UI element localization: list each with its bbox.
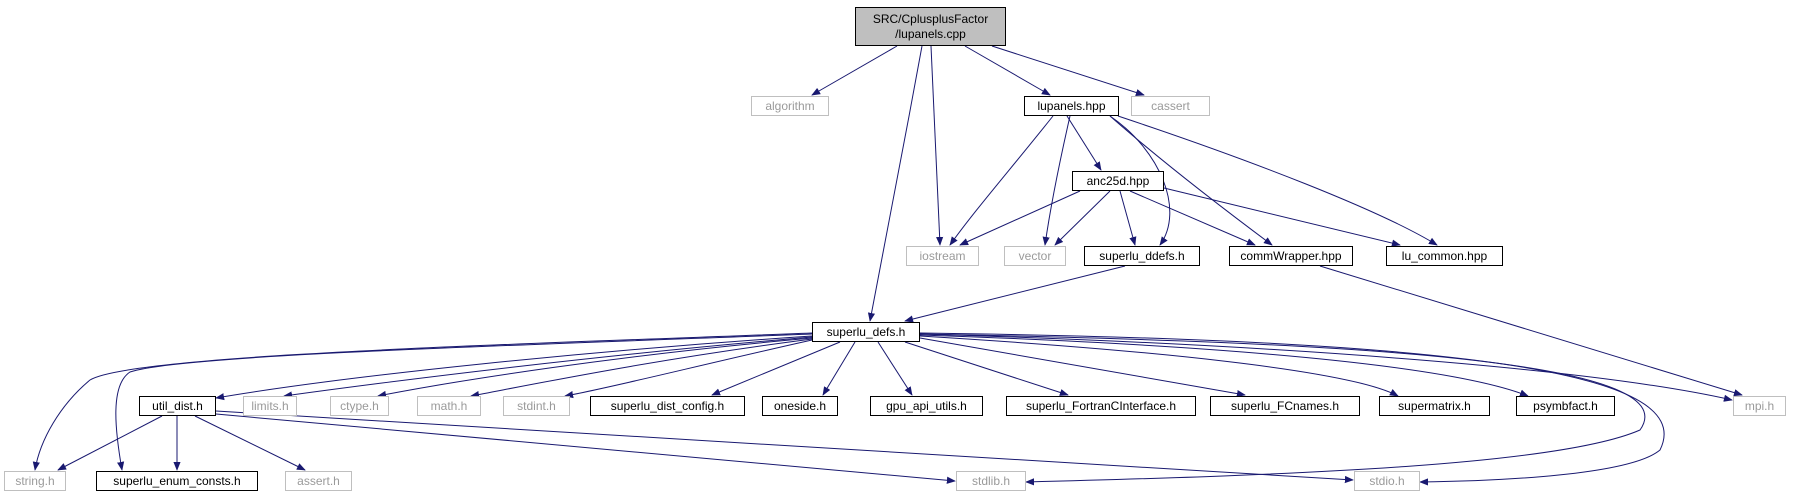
- node-vector-label: vector: [1018, 248, 1052, 263]
- node-root-line1: SRC/CplusplusFactor: [872, 11, 989, 26]
- edge-anc25d-vector: [1054, 190, 1111, 246]
- node-anc25d-hpp-label: anc25d.hpp: [1086, 173, 1150, 188]
- edge-defs-stdio: [919, 332, 1665, 486]
- edge-root-cassert: [991, 45, 1145, 96]
- node-superlu-fcnames-h[interactable]: superlu_FCnames.h: [1210, 396, 1360, 416]
- edge-defs-gpu: [877, 341, 913, 396]
- node-superlu-fortranc-h[interactable]: superlu_FortranCInterface.h: [1006, 396, 1196, 416]
- node-commwrapper-hpp[interactable]: commWrapper.hpp: [1229, 246, 1353, 266]
- node-string-h-label: string.h: [15, 473, 55, 488]
- node-superlu-defs-h-label: superlu_defs.h: [826, 324, 906, 339]
- node-ctype-h-label: ctype.h: [340, 398, 379, 413]
- edge-ddefs-superlu-defs: [904, 265, 1126, 323]
- edge-defs-oneside: [822, 341, 856, 396]
- node-lupanels-hpp[interactable]: lupanels.hpp: [1024, 96, 1119, 116]
- node-limits-h-label: limits.h: [251, 398, 289, 413]
- node-superlu-fcnames-h-label: superlu_FCnames.h: [1230, 398, 1340, 413]
- edge-defs-fortranc: [904, 341, 1069, 396]
- edge-anc25d-comm: [1129, 190, 1256, 246]
- node-stdlib-h-label: stdlib.h: [971, 473, 1011, 488]
- node-iostream-label: iostream: [919, 248, 966, 263]
- node-math-h-label: math.h: [430, 398, 468, 413]
- node-anc25d-hpp[interactable]: anc25d.hpp: [1072, 171, 1164, 191]
- node-oneside-h[interactable]: oneside.h: [762, 396, 838, 416]
- edge-anc25d-lucommon: [1163, 187, 1401, 247]
- edge-root-superlu-defs: [867, 45, 923, 322]
- edge-lupanels-anc25d: [1066, 115, 1102, 171]
- node-string-h: string.h: [4, 471, 66, 491]
- node-lu-common-hpp-label: lu_common.hpp: [1401, 248, 1488, 263]
- edge-comm-mpi: [1319, 265, 1743, 397]
- edge-defs-stdlib: [919, 333, 1646, 486]
- node-limits-h: limits.h: [243, 396, 297, 416]
- edge-defs-fcnames: [919, 337, 1246, 398]
- edge-lupanels-comm: [1109, 115, 1273, 246]
- node-lupanels-cpp[interactable]: SRC/CplusplusFactor /lupanels.cpp: [855, 7, 1006, 46]
- node-math-h: math.h: [417, 396, 481, 416]
- node-assert-h: assert.h: [285, 471, 352, 491]
- node-vector: vector: [1004, 246, 1066, 266]
- edge-defs-supermatrix: [919, 335, 1399, 397]
- node-stdio-h: stdio.h: [1354, 471, 1420, 491]
- node-superlu-fortranc-h-label: superlu_FortranCInterface.h: [1025, 398, 1177, 413]
- node-superlu-enum-consts-h[interactable]: superlu_enum_consts.h: [96, 471, 258, 491]
- node-superlu-enum-consts-h-label: superlu_enum_consts.h: [113, 473, 241, 488]
- node-stdio-h-label: stdio.h: [1369, 473, 1405, 488]
- node-psymbfact-h[interactable]: psymbfact.h: [1516, 396, 1615, 416]
- node-supermatrix-h[interactable]: supermatrix.h: [1379, 396, 1490, 416]
- node-assert-h-label: assert.h: [297, 473, 340, 488]
- edge-lupanels-iostream: [949, 115, 1054, 246]
- node-superlu-dist-config-h-label: superlu_dist_config.h: [610, 398, 725, 413]
- edge-defs-util: [215, 335, 813, 401]
- edge-defs-ctype: [377, 337, 813, 398]
- node-stdlib-h: stdlib.h: [956, 471, 1026, 491]
- node-util-dist-h[interactable]: util_dist.h: [139, 396, 216, 416]
- edge-defs-stdint: [564, 339, 813, 399]
- edge-lupanels-lucommon: [1117, 115, 1438, 246]
- edge-util-string: [57, 415, 163, 471]
- node-commwrapper-hpp-label: commWrapper.hpp: [1240, 248, 1342, 263]
- edge-defs-mpi: [919, 333, 1733, 402]
- edge-anc25d-iostream: [959, 190, 1081, 246]
- edge-util-assert: [194, 415, 306, 471]
- edge-lupanels-vector: [1042, 115, 1071, 246]
- edge-util-stdio: [215, 410, 1354, 484]
- node-util-dist-h-label: util_dist.h: [152, 398, 203, 413]
- node-root-line2: /lupanels.cpp: [895, 26, 966, 41]
- edge-defs-math: [470, 338, 813, 399]
- node-ctype-h: ctype.h: [330, 396, 389, 416]
- node-superlu-dist-config-h[interactable]: superlu_dist_config.h: [590, 396, 745, 416]
- edge-defs-limits: [283, 336, 813, 399]
- node-lu-common-hpp[interactable]: lu_common.hpp: [1386, 246, 1503, 266]
- edge-util-stdlib: [215, 413, 956, 484]
- node-stdint-h-label: stdint.h: [517, 398, 556, 413]
- edge-root-algorithm: [811, 45, 898, 96]
- node-cassert: cassert: [1131, 96, 1210, 116]
- edge-defs-enum: [115, 333, 813, 471]
- node-mpi-h: mpi.h: [1733, 396, 1786, 416]
- edge-defs-config: [711, 341, 841, 396]
- node-supermatrix-h-label: supermatrix.h: [1398, 398, 1471, 413]
- node-stdint-h: stdint.h: [503, 396, 570, 416]
- edge-defs-psymbfact: [919, 334, 1529, 397]
- node-cassert-label: cassert: [1151, 98, 1190, 113]
- edge-root-iostream: [930, 45, 944, 246]
- node-gpu-api-utils-h[interactable]: gpu_api_utils.h: [870, 396, 983, 416]
- edge-anc25d-ddefs: [1119, 190, 1137, 246]
- node-algorithm: algorithm: [751, 96, 829, 116]
- node-mpi-h-label: mpi.h: [1744, 398, 1775, 413]
- edge-root-lupanels: [964, 45, 1051, 96]
- node-lupanels-hpp-label: lupanels.hpp: [1037, 98, 1106, 113]
- node-iostream: iostream: [906, 246, 979, 266]
- node-superlu-defs-h[interactable]: superlu_defs.h: [812, 322, 920, 342]
- node-superlu-ddefs-h[interactable]: superlu_ddefs.h: [1084, 246, 1200, 266]
- node-psymbfact-h-label: psymbfact.h: [1533, 398, 1598, 413]
- node-oneside-h-label: oneside.h: [773, 398, 827, 413]
- node-superlu-ddefs-h-label: superlu_ddefs.h: [1099, 248, 1185, 263]
- node-algorithm-label: algorithm: [765, 98, 815, 113]
- node-gpu-api-utils-h-label: gpu_api_utils.h: [886, 398, 967, 413]
